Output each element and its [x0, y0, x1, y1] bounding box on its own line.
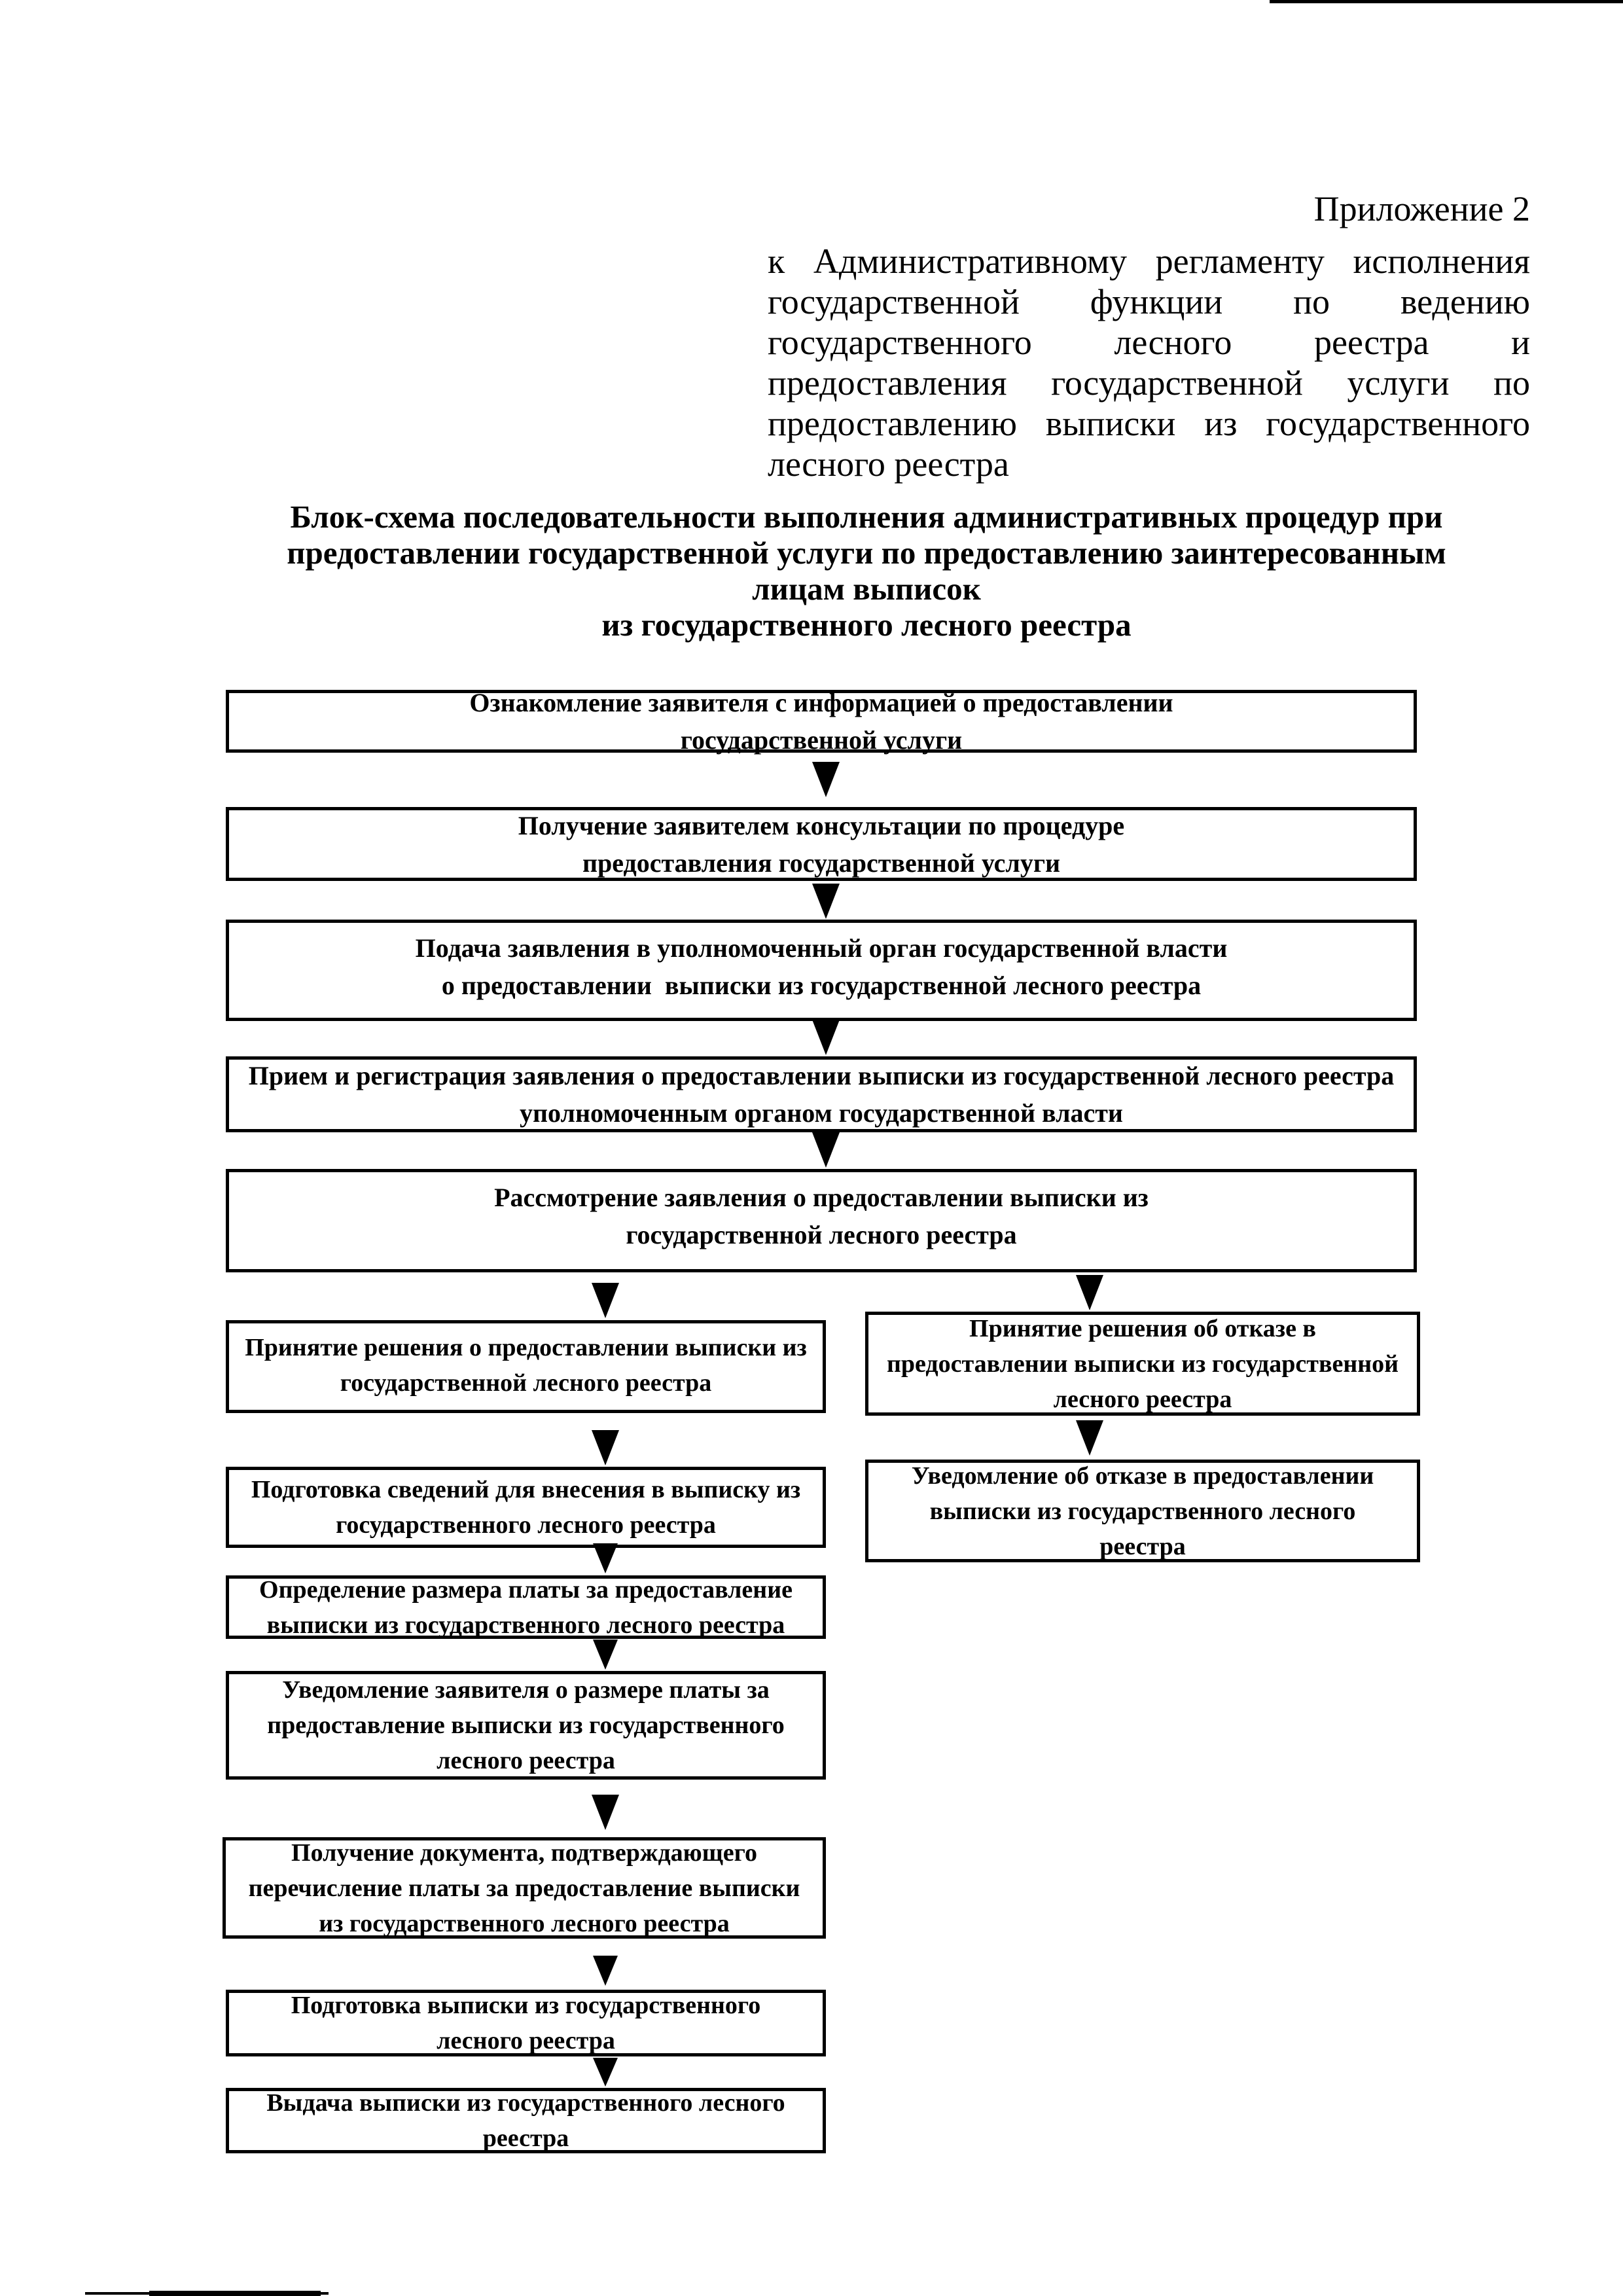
box-text-line: Получение заявителем консультации по про…	[518, 810, 1125, 840]
box-text-line: Принятие решения о предоставлении выписк…	[245, 1334, 807, 1361]
regulation-note-line: предоставлению выписки из государственно…	[768, 404, 1530, 443]
box-text-line: реестра	[482, 2125, 569, 2152]
box-text-line: выписки из государственного лесного	[929, 1497, 1356, 1525]
box-text-line: Принятие решения об отказе в	[969, 1314, 1316, 1342]
flow-arrow-down	[592, 1283, 619, 1318]
scan-artifact-bottom-line-thick	[149, 2291, 321, 2296]
diagram-title-line: из государственного лесного реестра	[601, 607, 1132, 643]
box-text-line: лесного реестра	[1053, 1385, 1232, 1413]
box-consultation: Получение заявителем консультации по про…	[226, 807, 1417, 881]
box-application-submission: Подача заявления в уполномоченный орган …	[226, 920, 1417, 1021]
box-fee-determination: Определение размера платы за предоставле…	[226, 1575, 826, 1639]
box-text-line: Рассмотрение заявления о предоставлении …	[494, 1183, 1149, 1212]
box-application-registration: Прием и регистрация заявления о предоста…	[226, 1056, 1417, 1132]
box-text-line: Уведомление заявителя о размере платы за	[282, 1676, 770, 1704]
diagram-title: Блок-схема последовательности выполнения…	[258, 499, 1475, 643]
box-text-line: предоставления государственной услуги	[582, 848, 1061, 878]
box-fee-notification: Уведомление заявителя о размере платы за…	[226, 1671, 826, 1780]
box-text-line: о предоставлении выписки из государствен…	[441, 971, 1202, 1000]
box-text-line: Подготовка выписки из государственного	[291, 1992, 761, 2019]
box-text-line: Получение документа, подтверждающего	[291, 1839, 757, 1867]
box-text-line: перечисление платы за предоставление вып…	[248, 1874, 800, 1902]
scan-artifact-top-line	[1270, 0, 1623, 3]
flow-arrow-down	[592, 1430, 619, 1465]
flow-arrow-down	[812, 762, 840, 797]
box-extract-preparation: Подготовка выписки из государственного л…	[226, 1990, 826, 2056]
diagram-title-line: лицам выписок	[752, 571, 981, 607]
box-text-line: выписки из государственного лесного реес…	[266, 1611, 785, 1639]
flow-arrow-down	[812, 1132, 840, 1168]
regulation-note: к Административному регламенту исполнени…	[768, 241, 1530, 484]
box-text-line: государственного лесного реестра	[336, 1511, 716, 1539]
box-text-line: Выдача выписки из государственного лесно…	[266, 2089, 785, 2117]
box-text-line: государственной услуги	[680, 725, 963, 755]
box-extract-issuance: Выдача выписки из государственного лесно…	[226, 2088, 826, 2153]
flow-arrow-down	[593, 1640, 618, 1670]
regulation-note-line: лесного реестра	[768, 444, 1009, 484]
box-text-line: Уведомление об отказе в предоставлении	[911, 1462, 1374, 1490]
box-decision-grant: Принятие решения о предоставлении выписк…	[226, 1320, 826, 1413]
regulation-note-line: государственной функции по ведению	[768, 282, 1530, 321]
diagram-title-line: предоставлении государственной услуги по…	[287, 535, 1446, 571]
flow-arrow-down	[593, 1956, 618, 1986]
box-text-line: Подача заявления в уполномоченный орган …	[415, 933, 1228, 963]
flow-arrow-down	[592, 1795, 619, 1830]
box-text-line: лесного реестра	[437, 2027, 615, 2054]
box-decision-refusal: Принятие решения об отказе в предоставле…	[865, 1312, 1420, 1416]
box-payment-confirmation: Получение документа, подтверждающего пер…	[223, 1837, 826, 1939]
regulation-note-line: государственного лесного реестра и	[768, 323, 1530, 362]
flow-arrow-down	[593, 2058, 618, 2087]
box-text-line: Определение размера платы за предоставле…	[259, 1575, 793, 1604]
box-refusal-notification: Уведомление об отказе в предоставлении в…	[865, 1460, 1420, 1562]
flow-arrow-down	[593, 1543, 618, 1573]
box-text-line: Подготовка сведений для внесения в выпис…	[251, 1476, 801, 1503]
regulation-note-line: предоставления государственной услуги по	[768, 363, 1530, 403]
box-data-preparation: Подготовка сведений для внесения в выпис…	[226, 1467, 826, 1548]
box-text-line: уполномоченным органом государственной в…	[520, 1098, 1123, 1128]
box-text-line: предоставлении выписки из государственно…	[886, 1350, 1399, 1378]
flow-arrow-down	[812, 1020, 840, 1055]
box-text-line: лесного реестра	[437, 1747, 615, 1774]
box-application-review: Рассмотрение заявления о предоставлении …	[226, 1169, 1417, 1272]
diagram-title-line: Блок-схема последовательности выполнения…	[290, 499, 1443, 535]
box-familiarization: Ознакомление заявителя с информацией о п…	[226, 688, 1417, 755]
flow-arrow-down	[1076, 1275, 1103, 1310]
box-text-line: реестра	[1099, 1532, 1186, 1560]
appendix-label: Приложение 2	[1313, 189, 1530, 228]
box-text-line: из государственного лесного реестра	[319, 1909, 730, 1937]
box-text-line: Прием и регистрация заявления о предоста…	[248, 1061, 1395, 1090]
box-text-line: государственной лесного реестра	[626, 1220, 1017, 1249]
flow-arrow-down	[812, 884, 840, 919]
flow-arrow-down	[1076, 1420, 1103, 1456]
regulation-note-line: к Административному регламенту исполнени…	[768, 242, 1530, 281]
box-text-line: Ознакомление заявителя с информацией о п…	[469, 688, 1173, 717]
box-text-line: предоставление выписки из государственно…	[267, 1712, 785, 1739]
box-text-line: государственной лесного реестра	[340, 1369, 712, 1397]
